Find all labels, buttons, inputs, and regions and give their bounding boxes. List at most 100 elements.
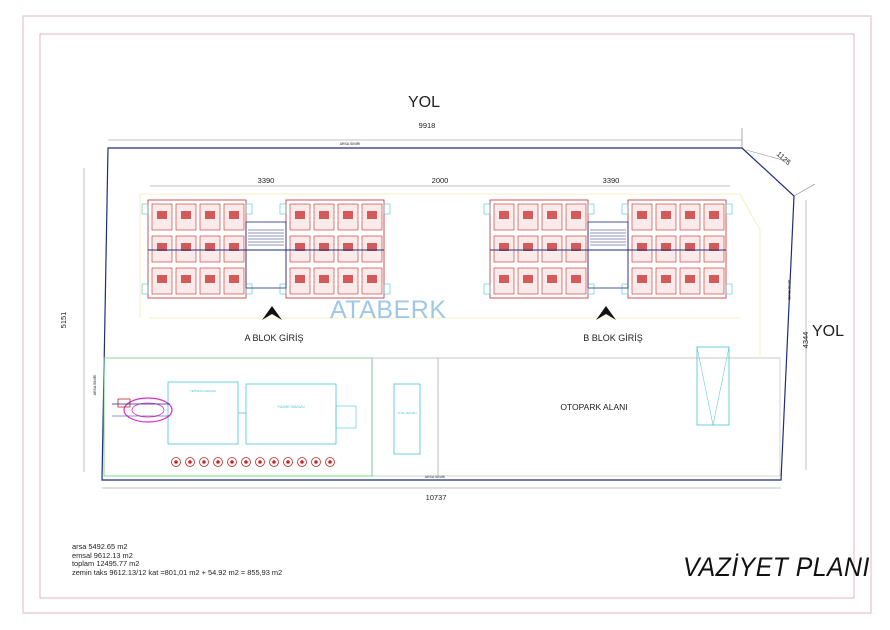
- sun-lounger-row: [171, 457, 335, 467]
- svg-text:YÜZME HAVUZU: YÜZME HAVUZU: [277, 405, 305, 409]
- block-a-furniture: [229, 275, 239, 283]
- parcel-boundary: [101, 147, 795, 481]
- block-b-furniture: [661, 243, 671, 251]
- block-a-furniture: [181, 275, 191, 283]
- sun-lounger: [325, 457, 335, 467]
- pool-2: [245, 383, 337, 445]
- block-a-furniture: [205, 243, 215, 251]
- sun-lounger-table: [244, 460, 248, 464]
- block-b-furniture: [523, 275, 533, 283]
- sun-lounger-table: [328, 460, 332, 464]
- block-b-balcony: [621, 203, 629, 215]
- block-b-furniture: [499, 211, 509, 219]
- road-label-top: YOL: [408, 94, 440, 111]
- block-a-furniture: [367, 211, 377, 219]
- boundary-label-left: ARSA SINIRI: [93, 375, 97, 396]
- sun-lounger: [199, 457, 209, 467]
- block-b-core: [587, 221, 629, 289]
- outer-frame: [22, 15, 872, 614]
- block-a-furniture: [229, 211, 239, 219]
- sun-lounger-table: [286, 460, 290, 464]
- block-b-furniture: [547, 243, 557, 251]
- block-b-balcony: [587, 203, 595, 215]
- inner-frame: [39, 33, 855, 599]
- block-a-furniture: [205, 275, 215, 283]
- sun-lounger: [185, 457, 195, 467]
- block-a-core: [245, 221, 287, 289]
- drawing-title: VAZİYET PLANI: [683, 552, 870, 582]
- block-a-balcony: [245, 283, 253, 295]
- block-a-entrance-arrow: [262, 306, 282, 320]
- road-label-right: YOL: [812, 323, 844, 340]
- dimension-corner: 1125: [775, 149, 793, 166]
- dimension-bottom: 10737: [426, 493, 447, 502]
- note-line-1: arsa 5492.65 m2: [72, 542, 128, 551]
- block-a-furniture: [181, 243, 191, 251]
- boundary-label-right: ARSA SINIRI: [787, 280, 791, 301]
- block-a-balcony: [141, 203, 149, 215]
- block-b-furniture: [571, 211, 581, 219]
- sun-lounger-table: [174, 460, 178, 464]
- block-b-furniture: [523, 243, 533, 251]
- block-a-entrance-label: A BLOK GİRİŞ: [244, 333, 303, 343]
- block-a-balcony: [279, 283, 287, 295]
- block-a-furniture: [319, 275, 329, 283]
- watermark-logo: ATABERK: [330, 296, 447, 324]
- block-b-furniture: [523, 211, 533, 219]
- block-a-furniture: [319, 243, 329, 251]
- block-a-furniture: [295, 211, 305, 219]
- sun-lounger-table: [202, 460, 206, 464]
- sun-lounger-table: [314, 460, 318, 464]
- block-b-entrance-arrow: [596, 306, 616, 320]
- block-b-furniture: [571, 243, 581, 251]
- sun-lounger-table: [300, 460, 304, 464]
- block-b-balcony: [483, 283, 491, 295]
- block-a-balcony: [383, 203, 391, 215]
- block-a-balcony: [245, 203, 253, 215]
- block-b-balcony: [483, 203, 491, 215]
- block-a-furniture: [319, 211, 329, 219]
- parking-ramp: [696, 346, 730, 426]
- block-b-furniture: [709, 275, 719, 283]
- sun-lounger-table: [258, 460, 262, 464]
- block-b-furniture: [637, 243, 647, 251]
- block-b-furniture: [685, 211, 695, 219]
- block-a-furniture: [343, 275, 353, 283]
- block-a-furniture: [157, 275, 167, 283]
- sun-lounger-table: [216, 460, 220, 464]
- block-b-balcony: [587, 283, 595, 295]
- sun-lounger: [311, 457, 321, 467]
- boundary-label-bottom: ARSA SINIRI: [425, 475, 446, 479]
- block-a-furniture: [343, 211, 353, 219]
- area-notes: arsa 5492.65 m2 emsal 9612.13 m2 toplam …: [72, 542, 283, 577]
- sun-lounger: [255, 457, 265, 467]
- playground-track: [123, 397, 173, 423]
- block-b-furniture: [709, 243, 719, 251]
- sun-lounger-table: [230, 460, 234, 464]
- block-b-furniture: [571, 275, 581, 283]
- dimension-block-a: 3390: [258, 176, 275, 185]
- block-a-balcony: [383, 283, 391, 295]
- block-b-furniture: [661, 211, 671, 219]
- sun-lounger: [171, 457, 181, 467]
- block-a-furniture: [157, 243, 167, 251]
- block-b-furniture: [661, 275, 671, 283]
- block-a-furniture: [367, 243, 377, 251]
- dimension-right: 4344: [801, 332, 810, 349]
- pool-3: [393, 383, 421, 455]
- block-b-furniture: [685, 243, 695, 251]
- block-a-furniture: [343, 243, 353, 251]
- note-line-2: emsal 9612.13 m2: [72, 550, 133, 560]
- block-a-balcony: [279, 203, 287, 215]
- block-b-building: [483, 199, 733, 299]
- note-line-4: zemin taks 9612.13/12 kat =801,01 m2 + 5…: [72, 567, 283, 577]
- block-a-furniture: [229, 243, 239, 251]
- block-b-furniture: [685, 275, 695, 283]
- sun-lounger: [283, 457, 293, 467]
- sun-lounger: [213, 457, 223, 467]
- dimension-block-b: 3390: [603, 176, 620, 185]
- block-b-furniture: [547, 275, 557, 283]
- block-a-furniture: [367, 275, 377, 283]
- block-a-furniture: [295, 243, 305, 251]
